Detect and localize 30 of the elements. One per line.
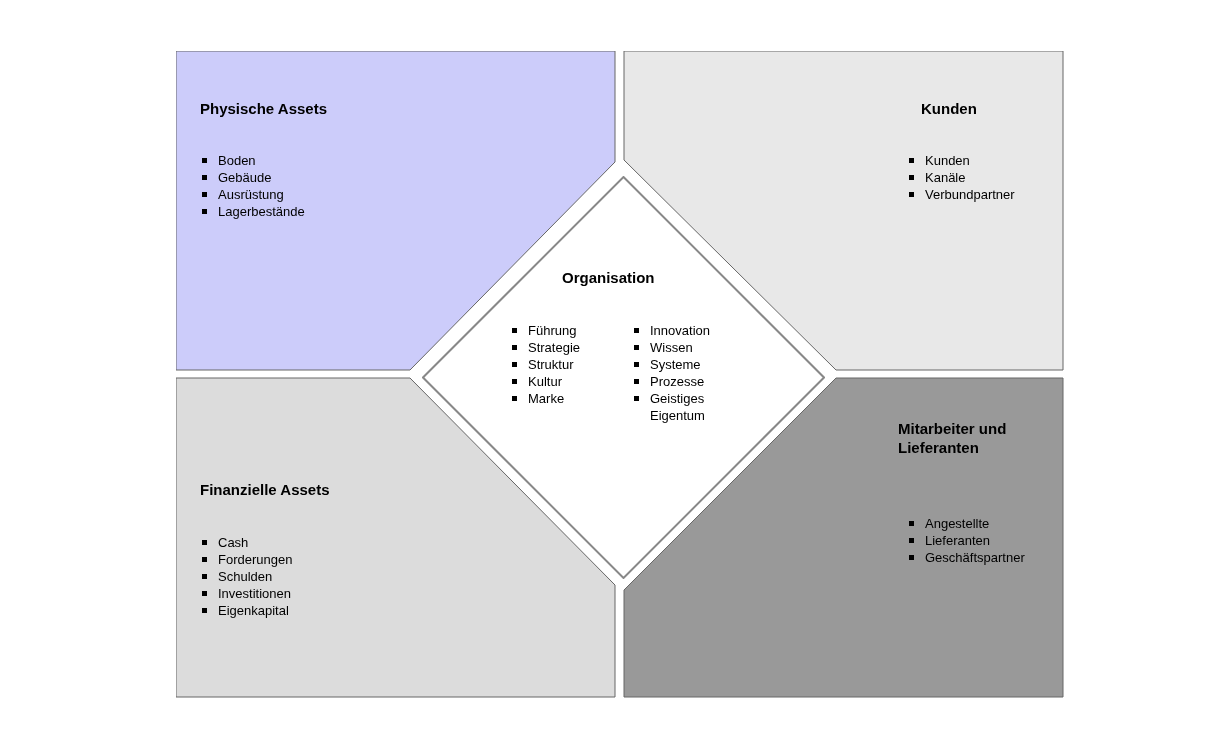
- list-item: Kanäle: [907, 169, 1077, 186]
- list-item: Eigenkapital: [200, 602, 370, 619]
- list-item: Boden: [200, 152, 370, 169]
- list-item: Kunden: [907, 152, 1077, 169]
- list-item: Struktur: [510, 356, 615, 373]
- list-item: Systeme: [632, 356, 737, 373]
- list-item: Gebäude: [200, 169, 370, 186]
- list-item: Forderungen: [200, 551, 370, 568]
- list-item: Innovation: [632, 322, 737, 339]
- list-item: Geschäftspartner: [907, 549, 1077, 566]
- list-item: Ausrüstung: [200, 186, 370, 203]
- panel-heading: Kunden: [921, 99, 978, 118]
- list-item: Marke: [510, 390, 615, 407]
- list-item: Verbundpartner: [907, 186, 1077, 203]
- list-item: Schulden: [200, 568, 370, 585]
- list-item: Führung: [510, 322, 615, 339]
- list-item: Wissen: [632, 339, 737, 356]
- list-item: Cash: [200, 534, 370, 551]
- list-item: Investitionen: [200, 585, 370, 602]
- panel-heading: Mitarbeiter und Lieferanten: [898, 419, 1008, 457]
- list-item: Kultur: [510, 373, 615, 390]
- list-item: Lieferanten: [907, 532, 1077, 549]
- panel-heading: Organisation: [562, 268, 656, 287]
- list-item: Lagerbestände: [200, 203, 370, 220]
- panel-heading: Physische Assets: [200, 99, 329, 118]
- list-item: Geistiges Eigentum: [632, 390, 737, 424]
- list-item: Prozesse: [632, 373, 737, 390]
- list-item: Angestellte: [907, 515, 1077, 532]
- panel-heading: Finanzielle Assets: [200, 480, 331, 499]
- list-item: Strategie: [510, 339, 615, 356]
